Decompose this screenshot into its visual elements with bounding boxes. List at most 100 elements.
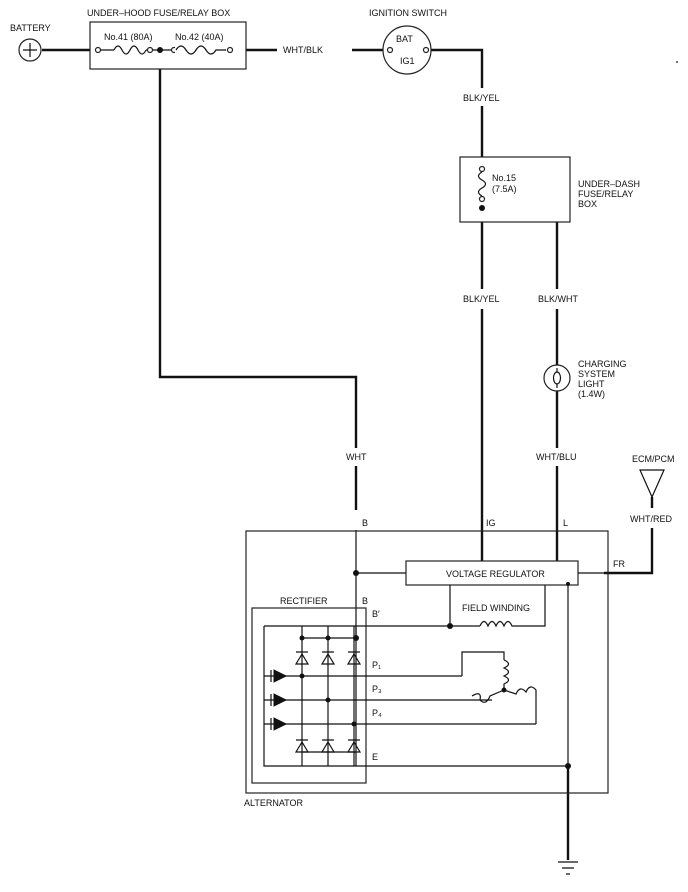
- fuse-41-label: No.41 (80A): [104, 32, 153, 42]
- diode-upper-2-icon: [320, 651, 336, 665]
- diode-upper-1-icon: [294, 651, 310, 665]
- terminal-p4-label: P₄: [372, 708, 382, 718]
- stator-neutral: [501, 687, 507, 693]
- terminal-b-prime-label: B′: [372, 609, 380, 619]
- wire-label-blk-wht: BLK/WHT: [538, 294, 579, 304]
- voltage-regulator-label: VOLTAGE REGULATOR: [446, 569, 545, 579]
- ecm-pcm-label: ECM/PCM: [632, 454, 675, 464]
- charging-light-label-2: SYSTEM: [578, 369, 615, 379]
- voltage-regulator-box: [405, 560, 579, 586]
- diode-upper-3-icon: [346, 651, 362, 665]
- diode-lower-2-icon: [320, 739, 336, 753]
- battery-label: BATTERY: [10, 23, 51, 33]
- field-winding-coil-icon: [479, 620, 518, 628]
- rectifier-outline: [251, 607, 367, 784]
- wire-wht-red: [604, 497, 654, 575]
- terminal-fr-label: FR: [613, 559, 625, 569]
- wire-label-wht-blu: WHT/BLU: [536, 452, 577, 462]
- charging-light-label-1: CHARGING: [578, 359, 627, 369]
- field-winding-label: FIELD WINDING: [462, 603, 530, 613]
- charging-light-label-3: LIGHT: [578, 379, 605, 389]
- terminal-p3-label: P₃: [372, 684, 382, 694]
- stator-coil-3-icon: [503, 686, 537, 724]
- fuse41-pin-left: [94, 46, 102, 54]
- ground-symbol-icon: [558, 861, 578, 875]
- fuse-42-element: [175, 45, 226, 55]
- junction-e: [565, 763, 571, 769]
- terminal-ig-label: IG: [486, 518, 496, 528]
- terminal-b-label: B: [362, 518, 368, 528]
- fuse-41-icon: [113, 45, 147, 55]
- junction-rect-3: [353, 635, 359, 641]
- rectifier-columns: [301, 626, 355, 766]
- rectifier-frame: [263, 625, 357, 767]
- junction-field: [447, 623, 453, 629]
- terminal-p1-label: P₁: [372, 660, 381, 670]
- ignition-switch-icon: [382, 25, 432, 75]
- wire-label-wht-red: WHT/RED: [630, 514, 672, 524]
- ignition-bat-label: BAT: [396, 34, 413, 44]
- wire-label-blk-yel-mid: BLK/YEL: [463, 294, 500, 304]
- wire-label-wht: WHT: [346, 452, 367, 462]
- fuse42-pin-right: [226, 46, 234, 54]
- ecm-pcm-connector-icon: [639, 469, 665, 499]
- junction-fuse41: [157, 47, 163, 53]
- terminal-l-label: L: [563, 518, 568, 528]
- stray-mark: [676, 61, 678, 63]
- charging-light-label-4: (1.4W): [578, 389, 605, 399]
- terminal-b-inner-label: B: [362, 596, 368, 606]
- charging-system-light: CHARGING SYSTEM LIGHT (1.4W): [543, 359, 627, 399]
- diode-p1-icon: [273, 669, 288, 683]
- under-dash-box-outline: [459, 156, 571, 223]
- wire-field-right: [518, 584, 546, 627]
- under-dash-label-1: UNDER–DASH: [578, 179, 640, 189]
- diode-lower-1-icon: [294, 739, 310, 753]
- ignition-ig1-pin: [422, 46, 430, 54]
- fuse41-pin-right: [146, 46, 154, 54]
- fuse-15-icon: [477, 171, 487, 197]
- ecm-pcm: ECM/PCM WHT/RED: [630, 454, 675, 524]
- fuse-42-label: No.42 (40A): [175, 32, 224, 42]
- ignition-switch-label: IGNITION SWITCH: [369, 8, 447, 18]
- junction-regulator-e: [566, 582, 570, 586]
- diode-p4-icon: [273, 717, 288, 731]
- alternator: ALTERNATOR B IG L FR VOLTAGE REGULATOR F…: [244, 518, 625, 808]
- stator-coil-2-icon: [471, 689, 505, 703]
- phase-lines: [264, 675, 536, 725]
- stator-lead-1: [461, 651, 505, 676]
- fuse-15-rating: (7.5A): [492, 184, 517, 194]
- ignition-ig1-label: IG1: [400, 56, 415, 66]
- ignition-bat-pin: [386, 46, 394, 54]
- battery: BATTERY: [10, 23, 51, 62]
- wire-blk-yel-top: [430, 48, 484, 157]
- junction-b-regulator: [353, 570, 359, 576]
- rectifier-label: RECTIFIER: [280, 596, 328, 606]
- under-hood-box-label: UNDER–HOOD FUSE/RELAY BOX: [87, 8, 230, 18]
- stator-coil-1-icon: [502, 659, 510, 690]
- junction-rect-1: [299, 635, 305, 641]
- junction-fuse15: [479, 205, 485, 211]
- junction-p4a: [351, 721, 357, 727]
- fuse-15-label: No.15: [492, 173, 516, 183]
- bulb-icon: [543, 364, 571, 392]
- junction-rect-2: [325, 635, 331, 641]
- wire-wht-b: [158, 50, 358, 510]
- wire-label-wht-blk: WHT/BLK: [283, 45, 323, 55]
- wire-label-blk-yel-top: BLK/YEL: [463, 93, 500, 103]
- terminal-e-label: E: [372, 752, 378, 762]
- fuse15-pin-top: [478, 165, 486, 173]
- junction-p1a: [299, 673, 305, 679]
- diode-p3-icon: [273, 693, 288, 707]
- junction-p3a: [325, 697, 331, 703]
- diode-lower-3-icon: [346, 739, 362, 753]
- alternator-outline: [245, 530, 609, 794]
- ignition-switch: IGNITION SWITCH BAT IG1: [369, 8, 447, 75]
- bulb-filament-icon: [552, 371, 562, 385]
- under-dash-label-2: FUSE/RELAY: [578, 189, 633, 199]
- under-hood-fuse-box: UNDER–HOOD FUSE/RELAY BOX No.41 (80A) No…: [87, 8, 247, 70]
- under-dash-label-3: BOX: [578, 199, 597, 209]
- plus-icon: [23, 43, 37, 57]
- alternator-label: ALTERNATOR: [244, 798, 304, 808]
- under-dash-fuse-box: No.15 (7.5A) UNDER–DASH FUSE/RELAY BOX: [459, 156, 640, 223]
